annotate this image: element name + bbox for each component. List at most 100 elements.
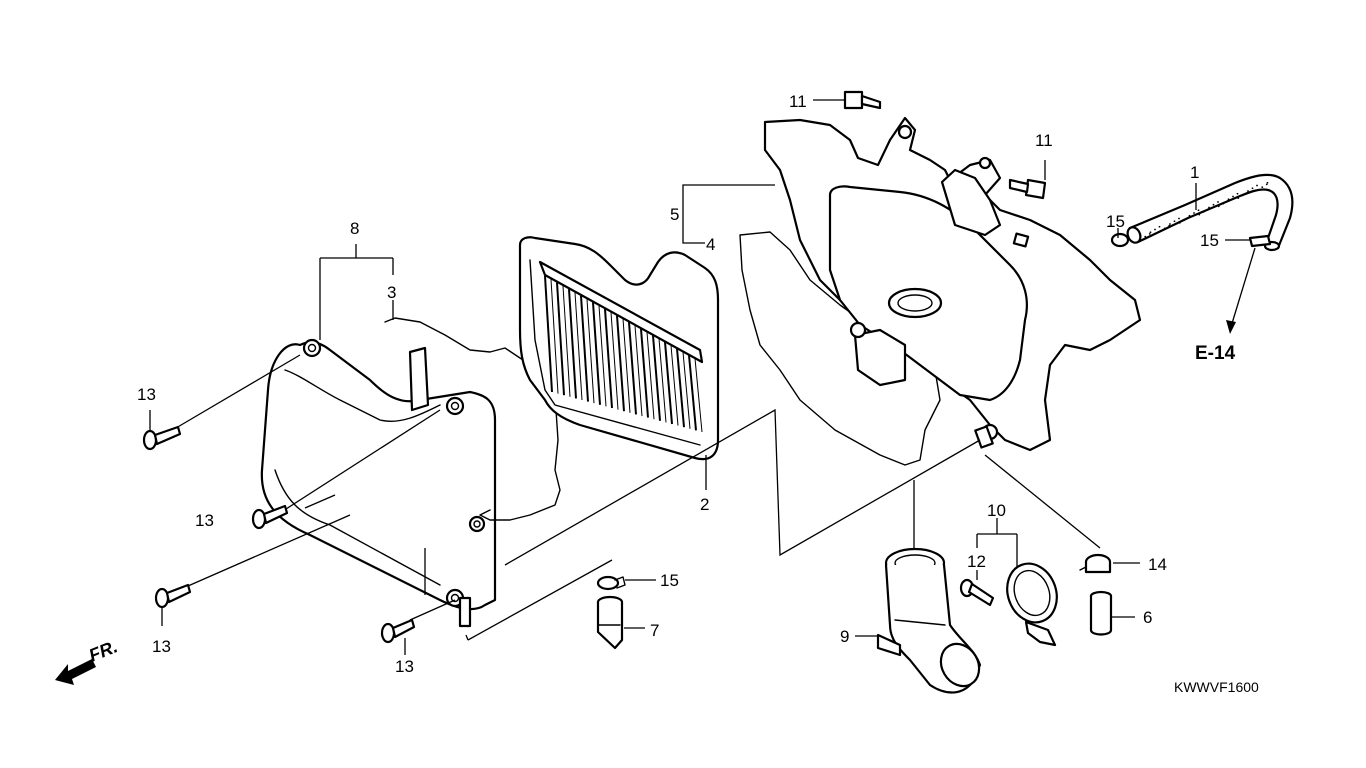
filter-pleat — [598, 305, 607, 407]
callout-13-a: 13 — [137, 385, 156, 404]
tube-dot — [1144, 235, 1147, 238]
callout-7: 7 — [650, 621, 659, 640]
filter-pleat — [676, 348, 685, 428]
callout-8: 8 — [350, 219, 359, 238]
callout-15-a: 15 — [1106, 212, 1125, 231]
tube-dot — [1261, 186, 1264, 189]
drain-tube — [1089, 590, 1113, 636]
tube-dot — [1158, 225, 1161, 228]
air-cleaner-case — [763, 116, 1142, 452]
callout-labels: 1 2 3 4 5 6 7 8 9 10 11 11 12 13 13 13 1… — [137, 92, 1219, 676]
tube-dot — [1139, 234, 1141, 236]
tube-dot — [1265, 183, 1268, 186]
tube-dot — [1178, 217, 1180, 220]
tube-dot — [1178, 221, 1181, 224]
tube-dot — [1183, 219, 1186, 222]
tube-texture — [1139, 181, 1269, 238]
tube-dot — [1208, 206, 1210, 209]
front-label: FR. — [86, 636, 120, 665]
callout-14: 14 — [1148, 555, 1167, 574]
tube-dot — [1187, 216, 1190, 219]
callout-6: 6 — [1143, 608, 1152, 627]
callout-11-b: 11 — [1035, 131, 1053, 150]
bolt-11-a — [843, 90, 882, 110]
tube-dot — [1246, 191, 1249, 194]
drain-tube-clip — [1079, 553, 1112, 574]
filter-pleat — [610, 312, 619, 410]
tube-dot — [1202, 210, 1205, 213]
callout-11-a: 11 — [789, 92, 807, 111]
tube-dot — [1226, 199, 1229, 202]
filter-pleat — [670, 345, 679, 426]
tube-dot — [1247, 190, 1249, 192]
tube-dot — [1266, 181, 1269, 184]
hose-clip-lower — [596, 575, 626, 591]
tube-dot — [1149, 231, 1152, 234]
tube-dot — [1212, 203, 1215, 206]
filter-pleat — [622, 318, 631, 413]
filter-pleat — [634, 325, 643, 417]
callout-1: 1 — [1190, 163, 1199, 182]
tube-dot — [1236, 192, 1239, 195]
tube-dot — [1217, 205, 1220, 208]
callout-4: 4 — [706, 235, 715, 254]
screw-13-c — [154, 583, 192, 609]
filter-pleat — [682, 351, 691, 429]
callout-10: 10 — [987, 501, 1006, 520]
filter-pleat — [646, 332, 655, 420]
filter-pleat — [640, 328, 649, 418]
callout-12: 12 — [967, 552, 986, 571]
tube-dot — [1232, 195, 1234, 198]
tube-dot — [1198, 213, 1201, 216]
filter-pleat — [568, 289, 577, 399]
air-cleaner-cover — [260, 338, 497, 628]
hose-clip-right — [1248, 234, 1272, 248]
filter-pleat — [694, 358, 703, 433]
tube-dot — [1193, 212, 1195, 214]
tube-dot — [1256, 184, 1258, 187]
filter-pleat — [688, 355, 697, 431]
filter-pleat — [574, 292, 583, 401]
connecting-tube — [876, 547, 982, 694]
tube-dot — [1227, 198, 1230, 201]
filter-pleat — [658, 338, 667, 423]
tube-dot — [1154, 228, 1156, 231]
front-direction-arrow: FR. — [55, 636, 120, 685]
filter-pleat — [616, 315, 625, 412]
tube-dot — [1188, 214, 1191, 217]
leader-lines — [149, 99, 1256, 655]
filter-pleat — [556, 282, 565, 396]
filter-pleat — [586, 299, 595, 404]
tube-dot — [1163, 227, 1166, 230]
filter-pleat — [544, 275, 553, 393]
filter-pleat — [664, 341, 673, 425]
tube-dot — [1222, 202, 1225, 205]
band-clamp — [1006, 562, 1058, 647]
bolt-11-b — [1008, 178, 1047, 200]
screw-13-b — [251, 504, 289, 530]
tube-dot — [1207, 208, 1210, 211]
filter-pleats — [544, 275, 703, 433]
screw-13-d — [380, 618, 416, 644]
filter-pleat — [652, 335, 661, 421]
tube-dot — [1251, 187, 1254, 190]
filter-pleat — [562, 285, 571, 397]
bolt-12 — [959, 578, 995, 607]
filter-pleat — [604, 308, 613, 409]
callout-13-d: 13 — [395, 657, 414, 676]
filter-pleat — [550, 279, 559, 394]
tube-dot — [1159, 230, 1162, 233]
filter-pleat — [628, 322, 637, 415]
callout-15-c: 15 — [660, 571, 679, 590]
callout-9: 9 — [840, 627, 849, 646]
tube-dot — [1256, 188, 1259, 191]
case-seal-4 — [739, 231, 941, 466]
callout-2: 2 — [700, 495, 709, 514]
callout-3: 3 — [387, 283, 396, 302]
filter-pleat — [580, 295, 589, 402]
tube-dot — [1169, 223, 1171, 225]
tube-dot — [1148, 232, 1151, 235]
air-filter-element — [518, 236, 720, 461]
callout-13-b: 13 — [195, 511, 214, 530]
